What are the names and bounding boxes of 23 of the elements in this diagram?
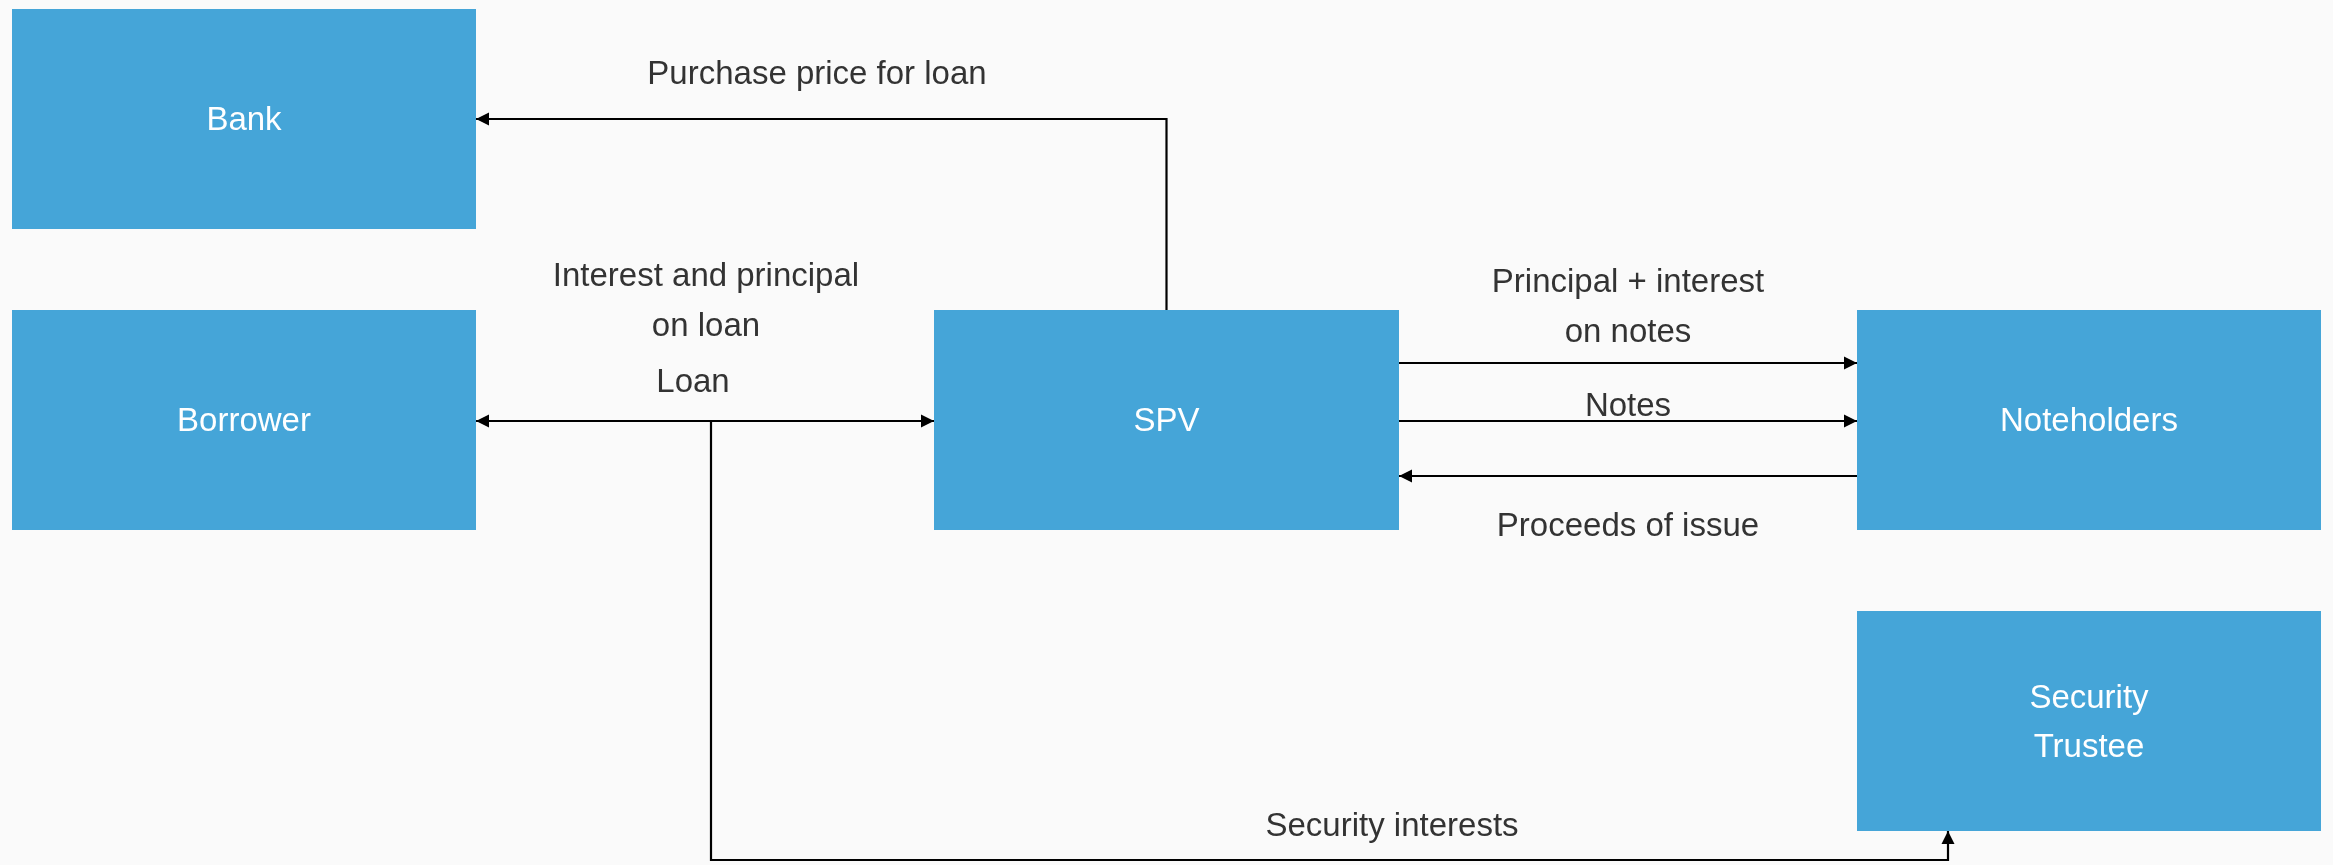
entity-box [12, 310, 476, 530]
edge-label: Proceeds of issue [1496, 505, 1760, 545]
flow-label: Loan [656, 361, 730, 401]
entity-box [1857, 611, 2321, 831]
entity-name: SPV [1133, 400, 1200, 441]
entity-box [1857, 310, 2321, 530]
arrow [1399, 356, 1857, 370]
arrow [476, 414, 934, 428]
edge-label: Security interests [1265, 805, 1519, 845]
entity-box [12, 9, 476, 229]
entity-box [934, 310, 1399, 530]
arrow [1399, 469, 1857, 483]
arrow [709, 421, 1955, 862]
entity-name: Security Trustee [2028, 676, 2150, 766]
edge-label: Principal + interest on notes [1490, 261, 1766, 351]
edge-label: Purchase price for loan [647, 53, 987, 93]
edge-label: Notes [1584, 385, 1672, 425]
entity-name: Noteholders [2000, 400, 2178, 441]
arrow [1399, 414, 1857, 428]
arrow [476, 112, 1168, 310]
entity-name: Bank [206, 99, 282, 140]
edge-label: Interest and principal on loan [551, 255, 861, 345]
entity-name: Borrower [177, 400, 311, 441]
